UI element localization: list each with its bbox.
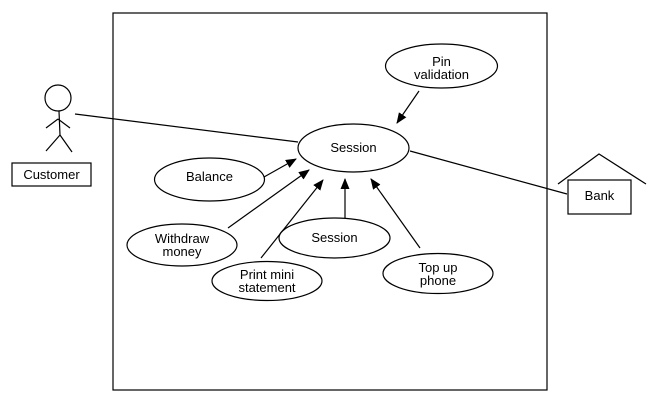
use-case-top-up-phone: Top up phone — [382, 252, 494, 295]
stick-figure-right-leg — [59, 134, 73, 153]
print-mini-statement-label-line2: statement — [238, 280, 295, 295]
association-customer-session — [74, 113, 299, 143]
balance-ellipse — [153, 157, 266, 202]
stick-figure-head — [44, 84, 72, 112]
arrow-pin-validation-to-session — [396, 90, 420, 124]
withdraw-money-label-line1: Withdraw — [155, 231, 210, 246]
stick-figure-left-leg — [45, 134, 61, 152]
use-case-pin-validation: Pin validation — [384, 43, 499, 89]
stick-figure-left-arm — [45, 118, 59, 129]
pin-validation-ellipse — [384, 43, 499, 89]
use-case-print-mini-statement: Print mini statement — [211, 260, 323, 302]
pin-validation-label-line1: Pin — [432, 54, 451, 69]
stick-figure-body — [58, 110, 61, 136]
session-main-label: Session — [330, 140, 376, 155]
use-case-balance: Balance — [153, 157, 266, 202]
balance-label: Balance — [186, 169, 233, 184]
bank-label: Bank — [585, 188, 615, 203]
top-up-phone-ellipse — [382, 252, 494, 295]
use-case-withdraw-money: Withdraw money — [126, 223, 238, 267]
session-main-ellipse — [297, 123, 410, 173]
actor-customer: Customer — [11, 84, 92, 187]
session-secondary-ellipse — [278, 217, 391, 259]
use-case-session-main: Session — [297, 123, 410, 173]
print-mini-statement-label-line1: Print mini — [240, 267, 294, 282]
top-up-phone-label-line2: phone — [420, 273, 456, 288]
customer-label-box — [11, 162, 92, 187]
use-case-session-secondary: Session — [278, 217, 391, 259]
stick-figure-right-arm — [57, 118, 71, 129]
customer-label: Customer — [23, 167, 80, 182]
bank-box — [567, 179, 632, 215]
arrow-print-mini-statement-to-session — [260, 179, 324, 259]
top-up-phone-label-line1: Top up — [418, 260, 457, 275]
system-boundary — [112, 12, 548, 391]
session-secondary-label: Session — [311, 230, 357, 245]
arrow-top-up-phone-to-session — [370, 178, 421, 249]
bank-roof — [557, 153, 647, 185]
withdraw-money-ellipse — [126, 223, 238, 267]
print-mini-statement-ellipse — [211, 260, 323, 302]
pin-validation-label-line2: validation — [414, 67, 469, 82]
withdraw-money-label-line2: money — [162, 244, 202, 259]
actor-bank: Bank — [557, 153, 647, 215]
arrow-withdraw-money-to-session — [227, 169, 310, 229]
arrow-balance-to-session — [263, 158, 297, 178]
association-session-bank — [409, 150, 568, 195]
